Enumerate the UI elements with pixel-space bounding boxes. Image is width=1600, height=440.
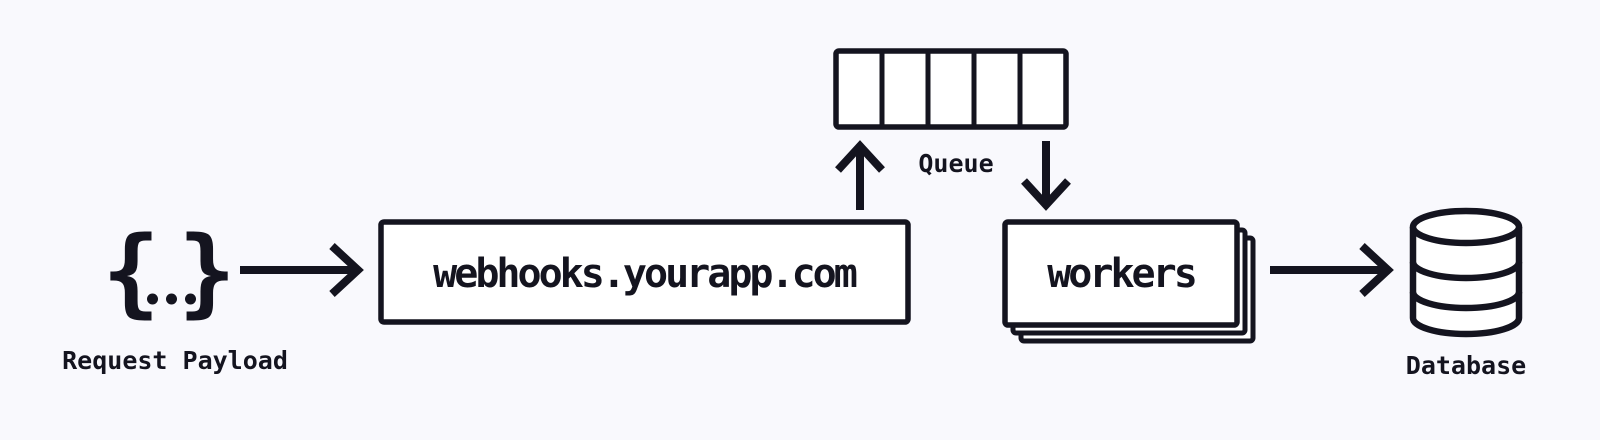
queue-cell-dividers	[879, 51, 1023, 127]
server-box	[378, 219, 911, 325]
database-label: Database	[1406, 351, 1526, 380]
workers-box	[1002, 219, 1240, 328]
server-label: webhooks.yourapp.com	[433, 251, 857, 297]
database-top-ellipse	[1409, 207, 1523, 247]
queue-label: Queue	[918, 149, 993, 178]
payload-dot	[147, 293, 158, 305]
queue-box	[833, 48, 1069, 130]
arrow-head	[835, 140, 885, 173]
database-icon	[1409, 207, 1523, 338]
database-body-outline	[1409, 227, 1523, 338]
arrow-queue-to-workers	[1021, 141, 1071, 211]
arrow-server-to-queue	[835, 140, 885, 210]
payload-dot	[166, 293, 177, 305]
workers-label: workers	[1047, 251, 1195, 297]
payload-brace-open-icon: {	[102, 216, 160, 328]
database-band-divider	[1409, 261, 1523, 282]
workers-node: workers	[1002, 219, 1256, 344]
payload-dots-icon	[147, 293, 196, 305]
server-node: webhooks.yourapp.com	[378, 219, 911, 325]
request-payload-label: Request Payload	[62, 346, 288, 375]
payload-brace-close-icon: }	[178, 216, 236, 328]
queue-node: Queue	[833, 48, 1069, 178]
arrow-head	[1021, 178, 1071, 211]
database-node: Database	[1406, 207, 1526, 380]
arrow-head	[329, 243, 364, 297]
database-band-divider	[1409, 291, 1523, 312]
arrow-payload-to-server	[240, 243, 364, 297]
arrow-head	[1359, 243, 1394, 297]
arrow-workers-to-database	[1270, 243, 1394, 297]
payload-dot	[185, 293, 196, 305]
request-payload-node: { } Request Payload	[62, 216, 288, 375]
